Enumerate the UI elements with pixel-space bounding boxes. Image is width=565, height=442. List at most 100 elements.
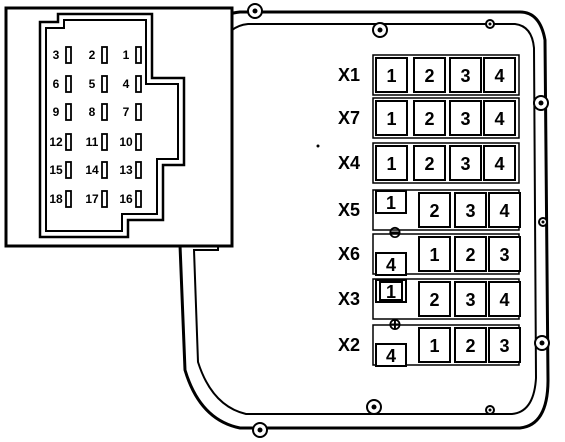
pin-number-label: 2 (89, 48, 96, 62)
fuse-number: 1 (386, 282, 396, 302)
pin-slot (101, 103, 108, 121)
fuse-number: 2 (424, 66, 434, 86)
minus-symbol: ⊖ (388, 225, 401, 242)
pin-slot (65, 46, 72, 64)
screw-icon (485, 19, 495, 29)
fuse-cell (483, 100, 516, 136)
fuse-cell (375, 57, 408, 93)
fuse-cell (449, 145, 482, 181)
pin-number-label: 1 (123, 48, 130, 62)
connector-label: X1 (338, 65, 360, 85)
fuse-cell (375, 252, 407, 276)
screw-icon (372, 22, 388, 38)
screw-icon (485, 405, 495, 415)
pin-number-label: 15 (49, 163, 63, 177)
fuse-number: 2 (465, 336, 475, 356)
terminal-dot (316, 144, 320, 148)
pin-number-label: 14 (85, 163, 99, 177)
fuse-cell (454, 192, 487, 228)
inset-connector-inner (45, 19, 179, 232)
pin-number-label: 7 (123, 105, 130, 119)
fuse-number: 2 (465, 245, 475, 265)
fuse-cell-inner (379, 281, 403, 301)
fuse-number: 3 (499, 336, 509, 356)
pin-slot (135, 190, 142, 208)
screw-icon (534, 335, 550, 351)
fuse-number: 1 (386, 193, 396, 213)
fuse-cell (488, 192, 521, 228)
fuse-number: 1 (386, 66, 396, 86)
pin-number-label: 12 (49, 135, 63, 149)
pin-slot (135, 75, 142, 93)
screw-icon (538, 217, 548, 227)
fuse-cell (449, 100, 482, 136)
fuse-number: 2 (429, 201, 439, 221)
fuse-cell (483, 145, 516, 181)
fuse-cell (418, 327, 451, 363)
fuse-cell (375, 100, 408, 136)
fuse-cell (488, 327, 521, 363)
fuse-number: 3 (465, 290, 475, 310)
pin-number-label: 13 (119, 163, 133, 177)
fuse-number: 1 (386, 109, 396, 129)
pin-slot (65, 103, 72, 121)
pin-number-label: 3 (53, 48, 60, 62)
fuse-number: 4 (386, 255, 396, 275)
pin-number-label: 16 (119, 192, 133, 206)
fuse-number: 3 (460, 154, 470, 174)
pin-slot (101, 75, 108, 93)
connector-label: X4 (338, 153, 360, 173)
fuse-number: 1 (429, 336, 439, 356)
fuse-cell (375, 343, 407, 367)
fuse-cell (488, 236, 521, 272)
fuse-number: 2 (429, 290, 439, 310)
pin-number-label: 11 (86, 135, 99, 149)
fuse-number: 3 (460, 66, 470, 86)
fuse-cell (375, 279, 407, 303)
connector-housing (372, 97, 520, 139)
pin-slot (135, 161, 142, 179)
fuse-number: 4 (494, 66, 504, 86)
fuse-cell (418, 281, 451, 317)
fuse-number: 3 (499, 245, 509, 265)
connector-label: X7 (338, 108, 360, 128)
fuse-cell (413, 145, 446, 181)
fuse-cell (375, 145, 408, 181)
fuse-cell (454, 327, 487, 363)
pin-slot (101, 133, 108, 151)
fuse-number: 2 (424, 109, 434, 129)
pin-number-label: 5 (89, 77, 96, 91)
connector-housing (372, 54, 520, 96)
pin-number-label: 9 (53, 105, 60, 119)
connector-label: X6 (338, 244, 360, 264)
pin-number-label: 17 (85, 192, 99, 206)
pin-slot (65, 161, 72, 179)
screw-icon (252, 422, 268, 438)
pin-number-label: 6 (53, 77, 60, 91)
fuse-number: 4 (499, 290, 509, 310)
inset-frame (4, 6, 234, 248)
pin-slot (101, 190, 108, 208)
fuse-number: 2 (424, 154, 434, 174)
pin-slot (135, 46, 142, 64)
fuse-number: 4 (494, 109, 504, 129)
fuse-cell (375, 190, 407, 214)
fuse-number: 1 (429, 245, 439, 265)
fuse-number: 3 (460, 109, 470, 129)
fuse-cell (454, 281, 487, 317)
fuse-cell (418, 236, 451, 272)
pin-number-label: 18 (49, 192, 63, 206)
pin-slot (101, 161, 108, 179)
connector-label: X5 (338, 200, 360, 220)
fuse-number: 4 (386, 346, 396, 366)
pin-slot (135, 103, 142, 121)
pin-number-label: 4 (123, 77, 130, 91)
fuse-cell (413, 100, 446, 136)
fuse-number: 3 (465, 201, 475, 221)
fuse-cell (418, 192, 451, 228)
fuse-number: 4 (494, 154, 504, 174)
screw-icon (533, 95, 549, 111)
